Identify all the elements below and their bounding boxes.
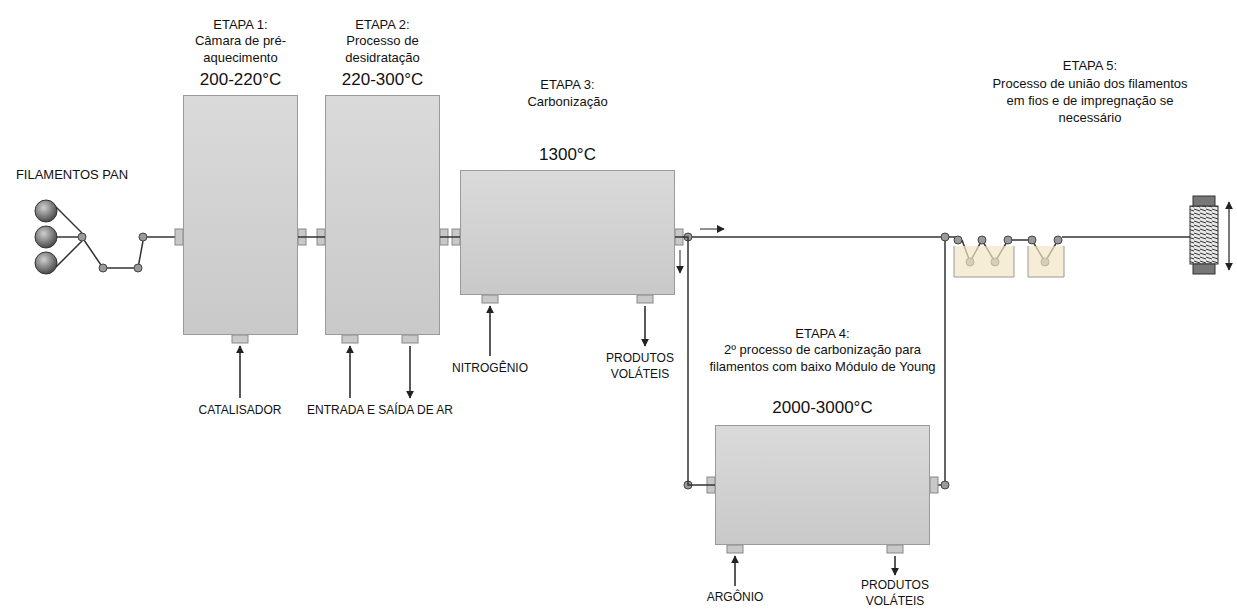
port-tab bbox=[402, 335, 418, 343]
stage-heading: ETAPA 2:Processo de desidratação 220-300°… bbox=[319, 17, 447, 90]
stage-title: Processo de união dos filamentos em fios… bbox=[992, 76, 1188, 127]
guide-rollers bbox=[99, 264, 107, 272]
gas-flow-arrow bbox=[349, 346, 351, 398]
fiber-connector bbox=[440, 236, 460, 238]
output-label: PRODUTOS VOLÁTEIS bbox=[855, 578, 935, 609]
temperature-label: 1300°C bbox=[468, 144, 668, 165]
fiber-path bbox=[56, 207, 82, 233]
feed-rollers bbox=[35, 226, 57, 248]
guide-rollers bbox=[139, 233, 147, 241]
stage-title: Processo de desidratação bbox=[319, 33, 447, 66]
process-chamber: ETAPA 2:Processo de desidratação220-300°… bbox=[325, 95, 440, 335]
guide-rollers bbox=[1054, 236, 1062, 244]
guide-rollers bbox=[1004, 236, 1012, 244]
stage-title: 2º processo de carbonização para filamen… bbox=[707, 342, 939, 375]
fiber-path bbox=[56, 241, 82, 267]
winding-spool bbox=[1193, 264, 1215, 274]
gas-flow-arrow bbox=[489, 306, 491, 356]
port-tab bbox=[637, 295, 653, 303]
input-label: NITROGÊNIO bbox=[452, 361, 528, 377]
stage-title: Câmara de pré-aquecimento bbox=[177, 33, 305, 66]
gas-flow-arrow bbox=[239, 346, 241, 398]
port-tab bbox=[727, 545, 743, 553]
fiber-connector bbox=[675, 237, 715, 485]
process-chamber: ETAPA 3:Carbonização1300°C bbox=[460, 170, 675, 295]
winding-spool bbox=[1228, 202, 1229, 270]
port-tab bbox=[232, 335, 248, 343]
winding-spool bbox=[1193, 196, 1215, 206]
port-tab bbox=[887, 545, 903, 553]
stage-number: ETAPA 1: bbox=[177, 17, 305, 33]
guide-rollers bbox=[134, 264, 142, 272]
temperature-label: 200-220°C bbox=[177, 69, 305, 90]
guide-rollers bbox=[941, 481, 949, 489]
gas-flow-arrow bbox=[409, 346, 411, 398]
stage-number: ETAPA 4: bbox=[707, 326, 939, 342]
port-tab bbox=[175, 229, 183, 245]
direction-arrow bbox=[680, 229, 724, 273]
process-chamber: ETAPA 1:Câmara de pré-aquecimento200-220… bbox=[183, 95, 298, 335]
input-label: ARGÔNIO bbox=[707, 590, 764, 606]
feed-rollers bbox=[35, 200, 57, 222]
gas-flow-arrow bbox=[644, 306, 646, 346]
feed-rollers bbox=[35, 200, 57, 274]
fiber-connector bbox=[298, 236, 325, 238]
stage-number: ETAPA 2: bbox=[319, 17, 447, 33]
guide-rollers bbox=[78, 233, 86, 241]
stage-heading: ETAPA 3:Carbonização 1300°C bbox=[468, 77, 668, 165]
guide-rollers bbox=[954, 236, 962, 244]
input-output-label: ENTRADA E SAÍDA DE AR bbox=[307, 403, 453, 419]
port-tab bbox=[342, 335, 358, 343]
guide-rollers bbox=[941, 233, 949, 241]
stage-number: ETAPA 3: bbox=[468, 77, 668, 93]
input-label: CATALISADOR bbox=[199, 403, 282, 419]
process-chamber: ETAPA 4:2º processo de carbonização para… bbox=[715, 425, 930, 545]
direction-arrow bbox=[680, 250, 681, 273]
port-tab bbox=[930, 477, 938, 493]
stage-heading: ETAPA 1:Câmara de pré-aquecimento 200-220… bbox=[177, 17, 305, 90]
impregnation-bath bbox=[954, 246, 1014, 277]
feed-rollers bbox=[35, 252, 57, 274]
temperature-label: 2000-3000°C bbox=[707, 397, 939, 418]
fiber-path bbox=[675, 236, 958, 238]
temperature-label: 220-300°C bbox=[319, 69, 447, 90]
gas-flow-arrow bbox=[734, 556, 736, 586]
gas-flow-arrow bbox=[894, 556, 896, 575]
winding-spool bbox=[1190, 206, 1218, 264]
impregnation-bath bbox=[1028, 246, 1064, 277]
stage-title: Carbonização bbox=[468, 94, 668, 110]
guide-rollers bbox=[1028, 236, 1036, 244]
port-tab bbox=[482, 295, 498, 303]
impregnation-bath bbox=[954, 246, 1064, 277]
stage-heading: ETAPA 4:2º processo de carbonização para… bbox=[707, 326, 939, 418]
stage-number: ETAPA 5: bbox=[990, 58, 1190, 75]
fiber-path bbox=[1062, 236, 1190, 238]
material-label: FILAMENTOS PAN bbox=[16, 167, 128, 184]
direction-arrow bbox=[700, 229, 724, 230]
winding-spool bbox=[1190, 196, 1229, 274]
fiber-path bbox=[84, 240, 143, 268]
output-label: PRODUTOS VOLÁTEIS bbox=[600, 351, 680, 382]
fiber-path bbox=[57, 236, 80, 238]
guide-rollers bbox=[978, 236, 986, 244]
